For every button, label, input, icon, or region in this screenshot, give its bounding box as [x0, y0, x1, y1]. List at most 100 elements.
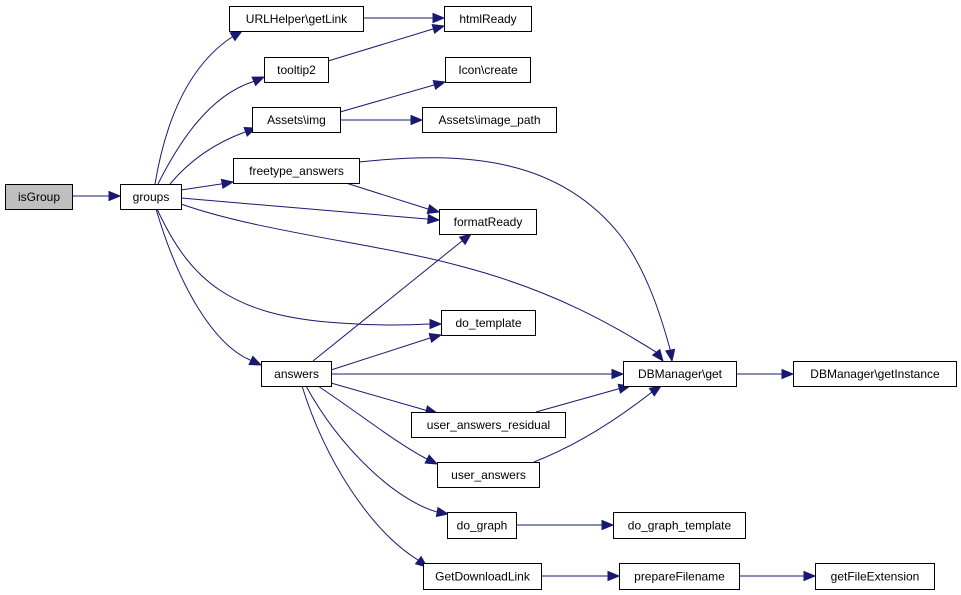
edge-line — [157, 81, 253, 185]
node-icon-create[interactable]: Icon\create — [445, 57, 531, 83]
arrowhead-icon — [458, 233, 473, 246]
node-label: getFileExtension — [831, 570, 920, 584]
node-box[interactable] — [444, 6, 532, 32]
node-do-graph-template[interactable]: do_graph_template — [613, 512, 746, 539]
node-box[interactable] — [445, 57, 531, 83]
arrowhead-icon — [607, 570, 621, 582]
node-label: formatReady — [454, 215, 523, 229]
node-box[interactable] — [815, 563, 935, 590]
node-label: GetDownloadLink — [435, 570, 531, 584]
node-tooltip2[interactable]: tooltip2 — [264, 57, 329, 83]
edge-line — [345, 182, 429, 210]
node-box[interactable] — [229, 6, 364, 32]
arrowhead-icon — [431, 24, 446, 35]
node-box[interactable] — [439, 209, 537, 235]
edge-groups-to-do_template — [156, 208, 443, 330]
arrowhead-icon — [429, 318, 443, 330]
node-groups[interactable]: groups — [120, 184, 182, 210]
node-box[interactable] — [793, 361, 957, 387]
node-box[interactable] — [422, 107, 557, 133]
edge-line — [155, 208, 251, 361]
node-label: URLHelper\getLink — [246, 12, 348, 26]
edge-line — [533, 391, 653, 463]
node-label: Assets\image_path — [438, 113, 540, 127]
node-box[interactable] — [5, 184, 73, 210]
node-label: Assets\img — [267, 113, 326, 127]
edge-prepareFilename-to-getFileExtension — [739, 570, 817, 582]
node-box[interactable] — [120, 184, 182, 210]
node-do-graph[interactable]: do_graph — [447, 512, 517, 539]
arrowhead-icon — [427, 213, 441, 225]
arrowhead-icon — [108, 190, 122, 202]
node-freetype-answers[interactable]: freetype_answers — [233, 158, 360, 184]
node-label: Icon\create — [458, 63, 518, 77]
node-box[interactable] — [423, 563, 542, 590]
arrowhead-icon — [432, 12, 446, 24]
edge-user_answers-to-dbmanager_get — [533, 385, 663, 463]
node-formatready[interactable]: formatReady — [439, 209, 537, 235]
edge-answers-to-user_answers — [317, 385, 439, 465]
arrowhead-icon — [803, 570, 817, 582]
node-box[interactable] — [437, 462, 540, 488]
node-box[interactable] — [264, 57, 329, 83]
node-answers[interactable]: answers — [261, 361, 332, 387]
node-user-answers-residual[interactable]: user_answers_residual — [411, 412, 566, 438]
arrowhead-icon — [781, 368, 795, 380]
edge-answers-to-do_graph — [305, 385, 450, 518]
node-label: do_graph_template — [628, 519, 732, 533]
edge-GetDownloadLink-to-prepareFilename — [541, 570, 621, 582]
edge-answers-to-do_template — [330, 333, 443, 371]
arrowhead-icon — [435, 506, 450, 518]
node-box[interactable] — [441, 310, 536, 336]
node-do-template[interactable]: do_template — [441, 310, 536, 336]
node-isgroup[interactable]: isGroup — [5, 184, 73, 210]
node-getdownloadlink[interactable]: GetDownloadLink — [423, 563, 542, 590]
node-label: answers — [274, 367, 319, 381]
node-box[interactable] — [447, 512, 517, 539]
edge-groups-to-dbmanager_get — [180, 203, 664, 363]
arrowhead-icon — [248, 355, 263, 366]
edge-line — [156, 208, 430, 326]
arrowhead-icon — [611, 368, 625, 380]
node-label: groups — [133, 190, 170, 204]
node-label: DBManager\get — [638, 367, 723, 381]
edge-line — [535, 388, 619, 413]
node-box[interactable] — [252, 107, 341, 133]
arrowhead-icon — [432, 80, 447, 91]
node-label: isGroup — [18, 190, 60, 204]
node-htmlready[interactable]: htmlReady — [444, 6, 532, 32]
nodes-layer: isGroup groups URLHelper\getLink tooltip2As… — [5, 6, 957, 590]
node-getfileextension[interactable]: getFileExtension — [815, 563, 935, 590]
node-user-answers[interactable]: user_answers — [437, 462, 540, 488]
edges-layer — [72, 12, 817, 582]
edge-groups-to-formatReady — [180, 197, 441, 225]
edge-do_graph-to-do_graph_template — [516, 519, 615, 531]
edge-groups-to-tooltip2 — [157, 76, 266, 185]
node-urlhelper-getlink[interactable]: URLHelper\getLink — [229, 6, 364, 32]
node-box[interactable] — [261, 361, 332, 387]
arrowhead-icon — [651, 348, 664, 363]
edge-line — [154, 36, 233, 185]
node-box[interactable] — [411, 412, 566, 438]
node-dbmanager-get[interactable]: DBManager\get — [623, 361, 737, 387]
node-box[interactable] — [623, 361, 737, 387]
node-dbmanager-getinstance[interactable]: DBManager\getInstance — [793, 361, 957, 387]
edge-isGroup-to-groups — [72, 190, 122, 202]
node-label: user_answers_residual — [427, 418, 550, 432]
node-preparefilename[interactable]: prepareFilename — [619, 563, 740, 590]
edge-groups-to-freetype_answers — [180, 178, 235, 191]
node-box[interactable] — [233, 158, 360, 184]
node-label: htmlReady — [459, 12, 516, 26]
edge-line — [330, 382, 426, 411]
edge-groups-to-urlhelper_getlink — [154, 30, 244, 185]
edge-freetype_answers-to-formatReady — [345, 182, 441, 214]
edge-line — [358, 157, 671, 350]
arrowhead-icon — [410, 114, 424, 126]
node-assets-img[interactable]: Assets\img — [252, 107, 341, 133]
edge-tooltip2-to-htmlReady — [327, 24, 446, 62]
node-box[interactable] — [619, 563, 740, 590]
edge-line — [180, 203, 657, 353]
node-assets-image-path[interactable]: Assets\image_path — [422, 107, 557, 133]
node-box[interactable] — [613, 512, 746, 539]
